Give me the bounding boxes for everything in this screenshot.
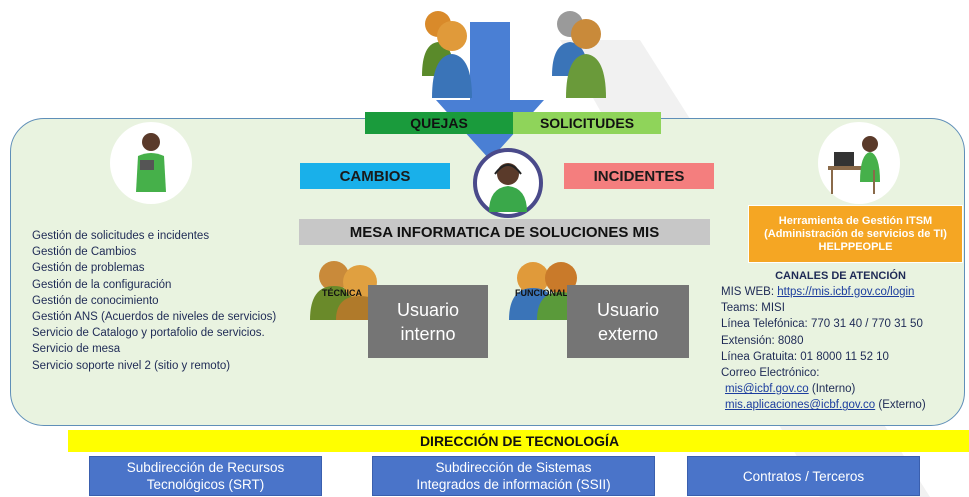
itsm-line3: HELPPEOPLE: [818, 240, 893, 253]
extension-row: Extensión: 8080: [721, 334, 804, 347]
usuario-interno-line2: interno: [400, 323, 456, 344]
correo-label: Correo Electrónico:: [721, 367, 820, 380]
list-item: Gestión de Cambios: [32, 246, 137, 259]
cambios-label: CAMBIOS: [300, 163, 450, 189]
email1-link[interactable]: mis@icbf.gov.co: [725, 383, 809, 396]
usuario-interno-box: Usuario interno: [368, 285, 488, 358]
usuario-externo-line2: externo: [597, 323, 659, 344]
mis-web-link[interactable]: https://mis.icbf.gov.co/login: [777, 286, 915, 298]
list-item: Gestión de problemas: [32, 262, 145, 275]
tecnica-tag: TÉCNICA: [322, 288, 362, 298]
right-person-avatar: [818, 122, 900, 204]
canales-title: CANALES DE ATENCIÓN: [775, 270, 906, 282]
ssii-line2: Integrados de información (SSII): [416, 477, 611, 492]
list-item: Servicio de Catalogo y portafolio de ser…: [32, 327, 265, 340]
list-item: Servicio de mesa: [32, 343, 121, 356]
left-person-avatar: [110, 122, 192, 204]
list-item: Gestión de solicitudes e incidentes: [32, 230, 210, 242]
tecnica-users-icon: [310, 261, 384, 320]
mesa-informatica-banner: MESA INFORMATICA DE SOLUCIONES MIS: [299, 219, 710, 245]
usuario-externo-line1: Usuario: [596, 299, 660, 320]
user-pair-icon-left: [422, 11, 472, 98]
solicitudes-label: SOLICITUDES: [513, 112, 661, 134]
mis-web-row: MIS WEB: https://mis.icbf.gov.co/login: [721, 284, 926, 300]
list-item: Gestión ANS (Acuerdos de niveles de serv…: [32, 311, 277, 324]
email1-row: mis@icbf.gov.co (Interno): [721, 381, 926, 397]
subdireccion-srt-box: Subdirección de Recursos Tecnológicos (S…: [89, 456, 322, 496]
usuario-externo-box: Usuario externo: [567, 285, 689, 358]
person-tablet-icon: [136, 133, 166, 192]
list-item: Servicio soporte nivel 2 (sitio y remoto…: [32, 359, 231, 372]
incidentes-label: INCIDENTES: [564, 163, 714, 189]
list-item: Gestión de conocimiento: [32, 294, 159, 307]
funcional-tag: FUNCIONAL: [515, 288, 568, 298]
itsm-line2: (Administración de servicios de TI): [764, 227, 947, 240]
srt-line1: Subdirección de Recursos: [126, 460, 285, 475]
teams-row: Teams: MISI: [721, 302, 785, 315]
subdireccion-ssii-box: Subdirección de Sistemas Integrados de i…: [372, 456, 655, 496]
email2-note: (Externo): [875, 399, 926, 412]
itsm-line1: Herramienta de Gestión ITSM: [778, 214, 933, 227]
usuario-interno-line1: Usuario: [396, 299, 460, 320]
mis-web-label: MIS WEB:: [721, 286, 778, 298]
quejas-label: QUEJAS: [365, 112, 513, 134]
email1-note: (Interno): [808, 383, 856, 396]
direccion-tecnologia-banner: DIRECCIÓN DE TECNOLOGÍA: [68, 430, 969, 452]
linea-gratuita-row: Línea Gratuita: 01 8000 11 52 10: [721, 350, 889, 363]
linea-telefonica-row: Línea Telefónica: 770 31 40 / 770 31 50: [721, 318, 923, 331]
services-list: Gestión de solicitudes e incidentes Gest…: [32, 228, 276, 374]
email2-row: mis.aplicaciones@icbf.gov.co (Externo): [721, 397, 926, 413]
itsm-tool-box: Herramienta de Gestión ITSM (Administrac…: [748, 205, 963, 263]
person-desk-icon: [828, 136, 880, 194]
email2-link[interactable]: mis.aplicaciones@icbf.gov.co: [725, 399, 876, 412]
list-item: Gestión de la configuración: [32, 278, 172, 291]
srt-line2: Tecnológicos (SRT): [146, 477, 265, 492]
contact-info: MIS WEB: https://mis.icbf.gov.co/login T…: [721, 284, 926, 414]
contratos-terceros-box: Contratos / Terceros: [687, 456, 920, 496]
agent-headset-icon: [489, 163, 527, 212]
agent-avatar: [473, 148, 543, 218]
ssii-line1: Subdirección de Sistemas: [435, 460, 592, 475]
user-pair-icon-right: [552, 11, 606, 98]
